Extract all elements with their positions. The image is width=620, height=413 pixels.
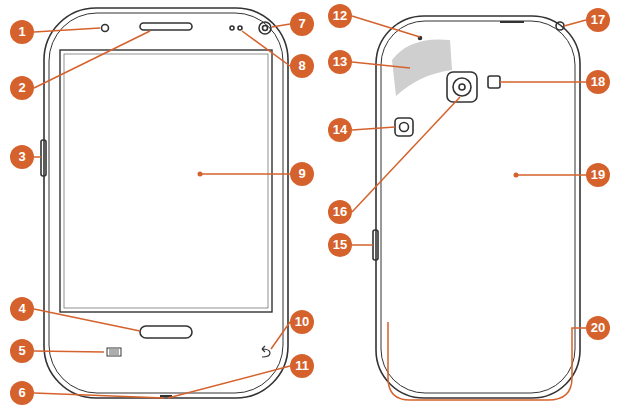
callout-number: 5 [10,339,34,363]
screen-inner [64,54,268,308]
proximity-sensor [102,25,109,32]
screen [60,50,272,312]
back-key [262,346,270,357]
front-bezel [49,13,283,393]
callout-number: 8 [290,54,314,78]
callout-number: 10 [290,310,314,334]
menu-key [107,348,121,356]
callout-number: 19 [586,163,610,187]
earpiece [140,23,192,30]
bracket [388,322,586,400]
callout-number: 16 [328,200,352,224]
leader-lines [34,16,586,400]
callout-number: 12 [328,4,352,28]
callout-number: 18 [586,70,610,94]
callout-number: 6 [10,381,34,405]
callout-number: 14 [328,118,352,142]
front-body [44,8,288,398]
callout-number: 3 [10,145,34,169]
callout-number: 15 [328,233,352,257]
flash-housing [395,118,413,136]
callout-number: 11 [290,354,314,378]
callout-number: 1 [10,20,34,44]
callout-number: 9 [290,162,314,186]
home-button [140,326,192,338]
callout-number: 17 [586,8,610,32]
rear-camera [453,78,471,96]
flash [400,123,409,132]
back-cover [381,21,575,393]
callout-number: 2 [10,76,34,100]
light-sensor [238,26,242,30]
pointer-dot [198,172,203,177]
front-camera-lens [263,26,268,31]
pointer-dot [514,173,519,178]
callout-number: 20 [586,316,610,340]
volume-key [41,140,46,176]
camera-housing [447,72,477,102]
menu-key-lines [109,350,119,354]
callout-number: 4 [10,297,34,321]
power-key [373,230,378,260]
light-sensor [230,26,234,30]
callout-number: 13 [328,50,352,74]
headset-jack [556,22,564,30]
rear-camera-lens [459,84,465,90]
front-camera [259,22,271,34]
callout-number: 7 [290,12,314,36]
speaker [488,76,500,88]
top-slot [500,21,524,23]
back-body [376,16,580,398]
